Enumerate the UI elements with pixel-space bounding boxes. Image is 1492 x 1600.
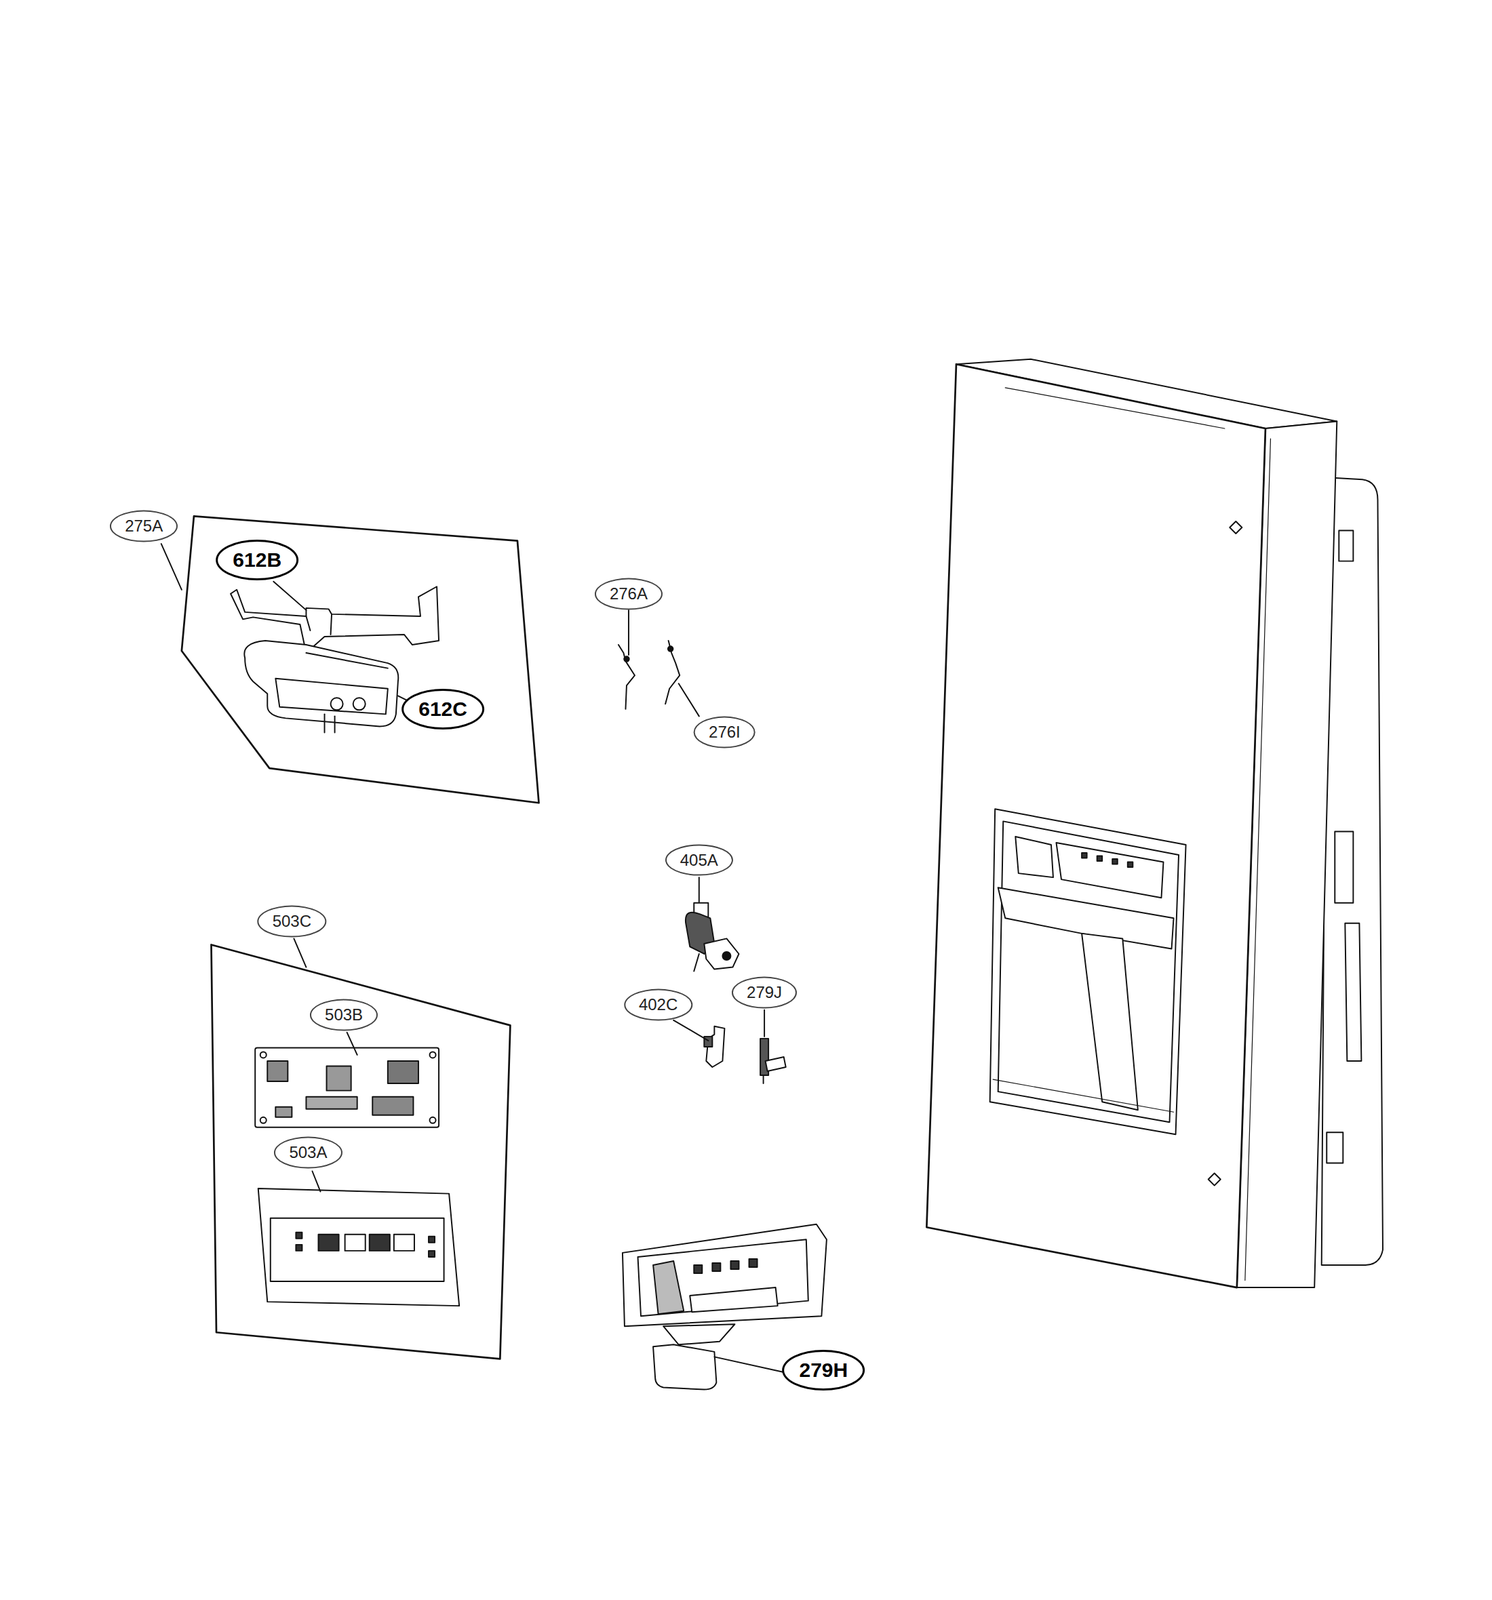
clip-part — [703, 1026, 725, 1068]
callout-number: 276I — [693, 716, 756, 749]
callout-number: 402C — [623, 989, 693, 1022]
callout-number: 503A — [273, 1137, 342, 1170]
callout-number: 279J — [731, 977, 797, 1010]
callout-number: 275A — [109, 510, 178, 543]
switch-part — [685, 903, 740, 972]
callout-number: 279H — [782, 1350, 866, 1391]
callout-number: 503C — [257, 905, 327, 938]
circuit-board — [254, 1047, 439, 1128]
spring-part — [623, 656, 630, 662]
door-assembly — [926, 359, 1383, 1288]
leader-line — [714, 1357, 784, 1373]
group-panel — [210, 944, 510, 1360]
leader-line — [627, 610, 630, 656]
group-panel — [181, 516, 540, 803]
callout-number: 405A — [665, 844, 734, 877]
leader-line — [698, 877, 700, 902]
callout-number: 503B — [309, 999, 378, 1032]
spring-part — [618, 644, 635, 710]
callout-number: 276A — [594, 577, 663, 610]
callout-number: 612C — [401, 689, 485, 730]
leader-line — [161, 543, 182, 591]
spring-part — [665, 640, 680, 704]
leader-line — [763, 1010, 765, 1037]
leader-line — [273, 581, 306, 611]
housing-part — [244, 640, 399, 733]
callout-number: 612B — [215, 539, 299, 581]
leader-line — [678, 683, 700, 717]
leader-line — [293, 938, 306, 968]
leader-line — [673, 1020, 709, 1042]
spring-part — [668, 646, 674, 652]
display-panel — [258, 1188, 460, 1307]
leader-line — [311, 1171, 321, 1193]
leader-line — [347, 1032, 358, 1056]
pin-part — [760, 1038, 787, 1084]
